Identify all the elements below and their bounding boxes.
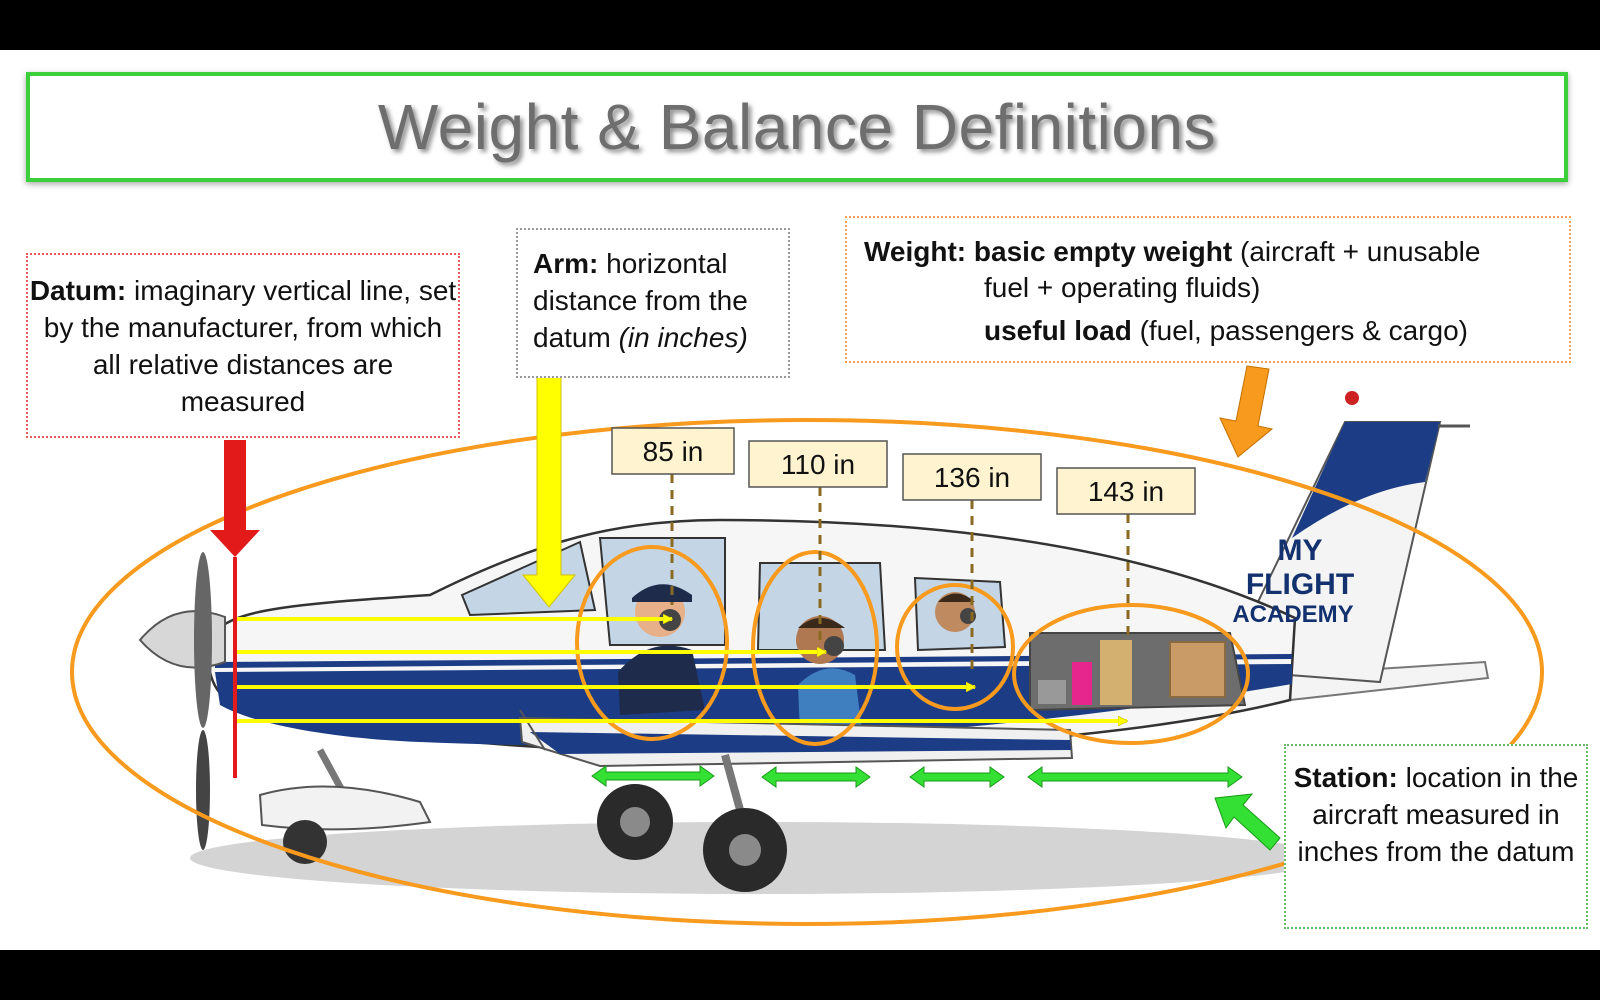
- arm-label-85: 85 in: [643, 436, 704, 467]
- red-down-arrow-icon: [210, 440, 260, 557]
- title-banner: Weight & Balance Definitions: [26, 72, 1568, 182]
- arm-label-box-136: [902, 453, 1042, 501]
- weight-definition: Weight: basic empty weight (aircraft + u…: [845, 216, 1571, 363]
- weight-line-3: useful load (fuel, passengers & cargo): [864, 313, 1569, 349]
- arm-label-box-143: [1056, 467, 1196, 515]
- spinner: [138, 610, 226, 669]
- station-circle-143: [1012, 603, 1250, 745]
- green-arrow-icon: [1214, 793, 1281, 851]
- weight-term: Weight:: [864, 236, 967, 267]
- arm-label-box-85: [611, 427, 735, 475]
- weight-useful-term: useful load: [984, 314, 1132, 346]
- branding-line-my: MY: [1278, 534, 1323, 567]
- datum-text: imaginary vertical line, set by the manu…: [43, 275, 457, 417]
- station-circle-85: [575, 545, 729, 741]
- weight-empty-desc-1: (aircraft + unusable: [1240, 236, 1481, 267]
- main-wheel-right-hub: [729, 834, 761, 866]
- arm-label-143: 143 in: [1088, 476, 1164, 507]
- station-circle-110: [751, 550, 879, 746]
- station-text: location in the aircraft measured in inc…: [1297, 762, 1579, 867]
- arm-label-136: 136 in: [934, 462, 1010, 493]
- weight-empty-desc-2: fuel + operating fluids): [984, 272, 1261, 304]
- station-arrow-1: [591, 765, 715, 787]
- datum-definition: Datum: imaginary vertical line, set by t…: [26, 253, 460, 438]
- yellow-down-arrow-icon: [521, 371, 577, 608]
- weight-empty-term: basic empty weight: [973, 236, 1233, 267]
- branding-line-flight: FLIGHT: [1246, 568, 1354, 601]
- fuselage-belly-stripe: [215, 664, 1292, 746]
- page-title: Weight & Balance Definitions: [377, 91, 1217, 163]
- beacon-light: [1345, 391, 1359, 405]
- tail-stripe: [1292, 422, 1440, 538]
- slide: Weight & Balance Definitions: [0, 50, 1600, 950]
- cargo-box: [1169, 641, 1226, 698]
- station-arrow-2: [761, 766, 871, 788]
- station-circle-136: [895, 583, 1015, 711]
- station-term: Station:: [1293, 762, 1398, 793]
- station-arrows: [591, 765, 1243, 788]
- propeller-blade-lower: [196, 730, 210, 850]
- weight-line-1: Weight: basic empty weight (aircraft + u…: [864, 234, 1569, 270]
- branding-line-academy: ACADEMY: [1232, 601, 1353, 628]
- propeller-blade-upper: [194, 552, 212, 728]
- arm-term: Arm:: [533, 248, 599, 279]
- wing-strut: [519, 709, 546, 751]
- weight-line-2: fuel + operating fluids): [864, 270, 1569, 306]
- station-arrow-4: [1027, 766, 1243, 788]
- weight-ellipse: [70, 418, 1544, 926]
- luggage-tan: [1100, 640, 1132, 705]
- main-wheel-left-hub: [620, 807, 650, 837]
- luggage-pink: [1072, 662, 1092, 705]
- nose-wheel-fairing: [258, 785, 432, 831]
- pet-carrier: [1038, 680, 1066, 704]
- arm-label-110: 110 in: [781, 449, 855, 480]
- orange-arrow-icon: [1219, 365, 1274, 458]
- airplane-diagram: MY FLIGHT ACADEMY 85 in 110 in 136 in: [70, 365, 1544, 926]
- arm-definition: Arm: horizontal distance from the datum …: [516, 228, 790, 378]
- arm-label-box-110: [748, 440, 888, 488]
- arm-unit-note: (in inches): [618, 321, 748, 353]
- station-definition: Station: location in the aircraft measur…: [1284, 744, 1588, 929]
- arm-text: horizontal distance from the datum: [533, 248, 748, 353]
- station-arrow-3: [909, 766, 1005, 788]
- datum-term: Datum:: [29, 275, 127, 306]
- weight-useful-desc: (fuel, passengers & cargo): [1139, 314, 1468, 346]
